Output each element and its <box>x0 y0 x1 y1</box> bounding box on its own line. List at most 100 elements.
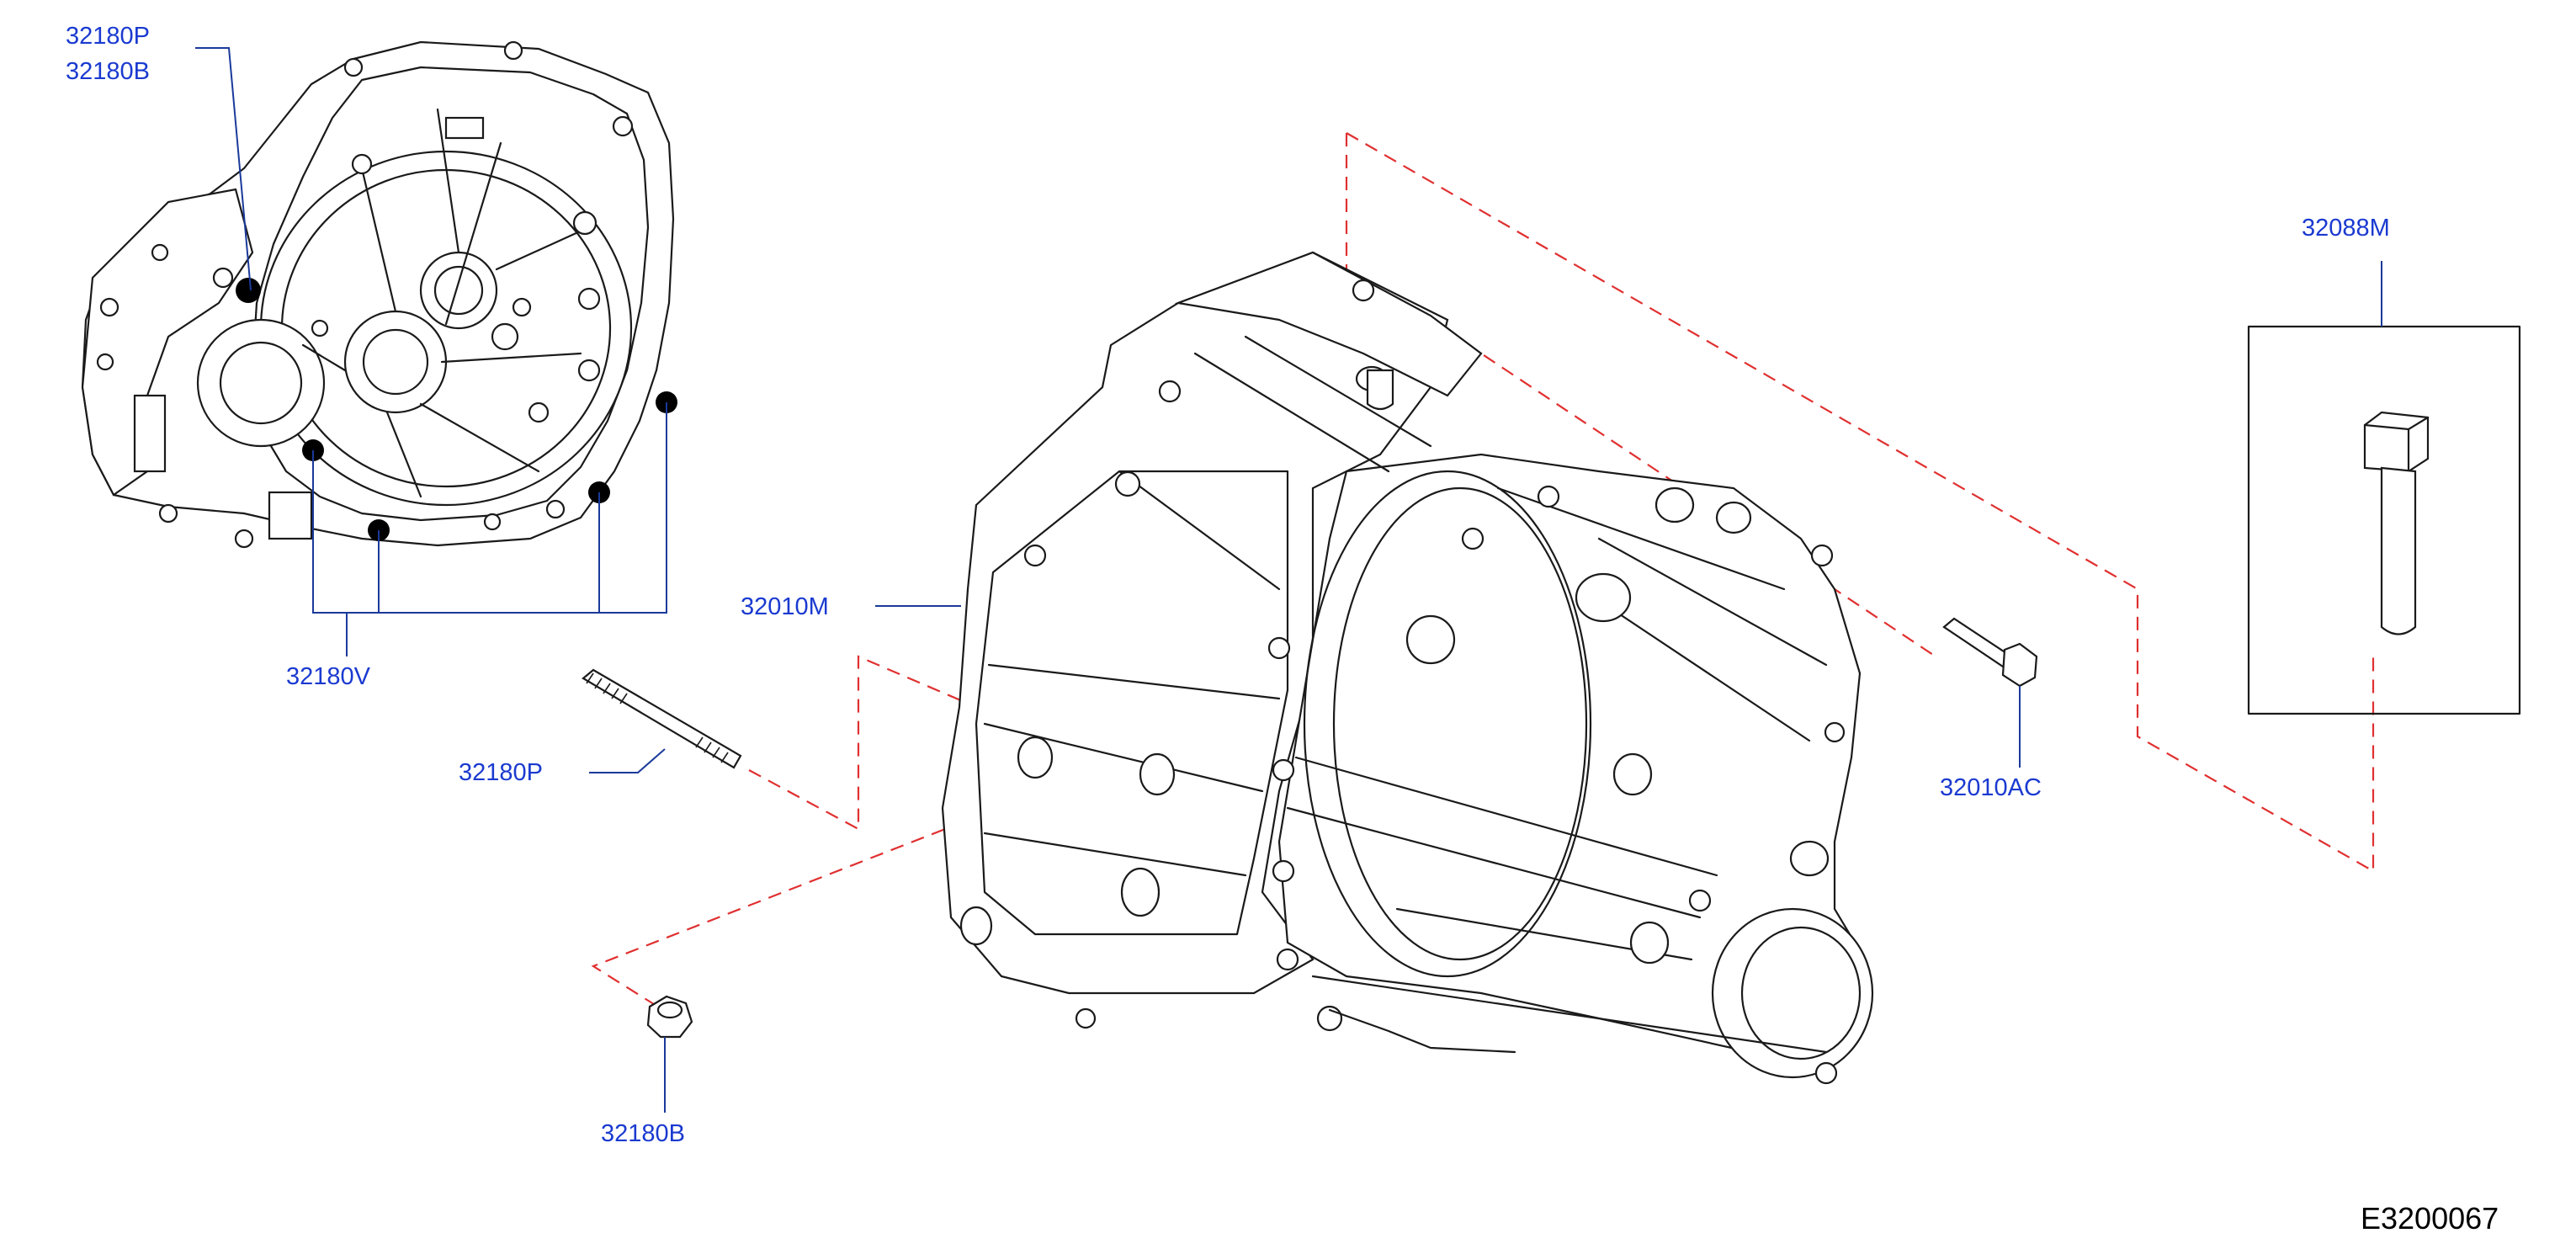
case-boss <box>1139 752 1176 796</box>
leader-housing-bolts-frame <box>312 402 667 614</box>
callout-breather: 32010AC <box>1940 774 2042 801</box>
bolt-hole <box>503 40 523 61</box>
bolt-head <box>1158 380 1182 403</box>
bolt-hole <box>96 353 114 371</box>
rib <box>385 411 422 498</box>
bottom-linkage <box>1328 1008 1516 1054</box>
rib <box>444 141 502 326</box>
bolt-head <box>1352 279 1375 302</box>
clutch-housing-side <box>81 188 254 497</box>
front-case-window <box>975 470 1289 936</box>
case-boss <box>1120 867 1161 917</box>
kit-pin-shank <box>2380 466 2417 635</box>
bolt-hole <box>311 319 329 337</box>
bolt-head <box>1272 859 1295 883</box>
leader-top-left <box>195 47 252 291</box>
case-boss <box>1575 572 1632 623</box>
top-mount-pad <box>1174 251 1483 397</box>
rear-case-rib <box>1294 756 1718 877</box>
front-case-rib <box>983 832 1247 877</box>
bolt-hole <box>612 115 634 137</box>
bolt-head <box>1023 544 1047 567</box>
callout-housing-bolts: 32180V <box>286 663 371 690</box>
bolt-hole <box>577 287 601 311</box>
transmission-assembly-drawing <box>941 251 1874 1085</box>
case-boss <box>959 906 993 946</box>
guide-line-stud <box>748 655 977 831</box>
bolt-head <box>1272 758 1295 782</box>
bolt-head <box>1075 1007 1097 1029</box>
nut-bore <box>656 1001 683 1019</box>
bolt-hole <box>99 297 120 317</box>
bottom-window <box>268 491 313 540</box>
bolt-head <box>1824 721 1846 743</box>
stud-thread <box>603 683 611 694</box>
illustration-code: E3200067 <box>2361 1201 2499 1236</box>
callout-top-left-b: 32180B <box>66 58 150 85</box>
case-boss <box>1654 486 1695 524</box>
front-case-rib <box>987 663 1281 700</box>
rear-bearing-cover <box>1711 907 1874 1079</box>
rib <box>436 108 460 254</box>
clutch-housing-drawing <box>81 40 677 549</box>
guide-line-kit <box>1346 132 2375 873</box>
callout-kit: 32088M <box>2302 215 2390 242</box>
rib <box>495 226 591 271</box>
callout-stud: 32180P <box>459 759 543 786</box>
stud-thread <box>704 741 712 753</box>
callout-main-assembly: 32010M <box>741 593 829 620</box>
stud-thread <box>712 747 720 758</box>
rear-case-rib <box>1311 975 1828 1054</box>
diff-boss <box>196 318 326 448</box>
kit-pin-head <box>2363 411 2430 473</box>
breather-drawing <box>1942 617 2038 688</box>
bolt-head <box>1688 889 1712 912</box>
bolt-hole <box>545 499 566 519</box>
case-boss <box>1789 840 1830 877</box>
bolt-head <box>1276 948 1299 971</box>
stud-body <box>582 668 742 769</box>
rib <box>301 343 347 372</box>
upper-boss <box>419 251 498 330</box>
bolt-head <box>1537 485 1560 508</box>
front-case-rib <box>1193 352 1390 473</box>
top-window <box>444 116 485 140</box>
bolt-hole <box>343 57 364 77</box>
case-boss <box>1405 614 1456 665</box>
bolt-hole <box>577 359 601 382</box>
callout-top-left-a: 32180P <box>66 23 150 50</box>
rib <box>440 352 582 364</box>
rear-case-flange <box>1303 470 1592 978</box>
rear-case-rib <box>1597 537 1828 667</box>
bolt-hole <box>351 153 373 175</box>
bolt-hole <box>512 297 532 317</box>
rear-case-flange-inner <box>1332 486 1588 961</box>
bolt-hole <box>528 401 550 423</box>
bolt-location-dot <box>236 278 261 303</box>
side-window <box>133 394 167 473</box>
bolt-head <box>1114 470 1141 497</box>
bolt-hole <box>151 243 169 262</box>
stud-thread <box>720 752 729 763</box>
leader-lines <box>195 47 2382 1113</box>
stud-thread <box>586 672 594 684</box>
kit-frame <box>2247 325 2521 715</box>
rib <box>419 402 540 473</box>
top-filler-boss <box>1366 369 1394 411</box>
case-boss <box>1715 501 1752 534</box>
bolt-head <box>1461 527 1485 550</box>
stud-drawing <box>582 668 742 769</box>
input-shaft-bore <box>362 328 429 396</box>
case-boss <box>1612 752 1653 796</box>
bolt-hole <box>491 322 519 351</box>
rib <box>360 167 397 313</box>
kit-pin-edge <box>2363 423 2410 431</box>
input-shaft-boss <box>343 310 448 414</box>
case-boss <box>1017 736 1054 779</box>
case-boss <box>1629 921 1670 965</box>
stud-thread <box>594 678 603 689</box>
breather-cap <box>2001 642 2038 688</box>
stud-thread <box>619 693 628 704</box>
callout-labels: 32180P 32180B 32180V 32010M 32180P 32180… <box>66 23 2499 1236</box>
